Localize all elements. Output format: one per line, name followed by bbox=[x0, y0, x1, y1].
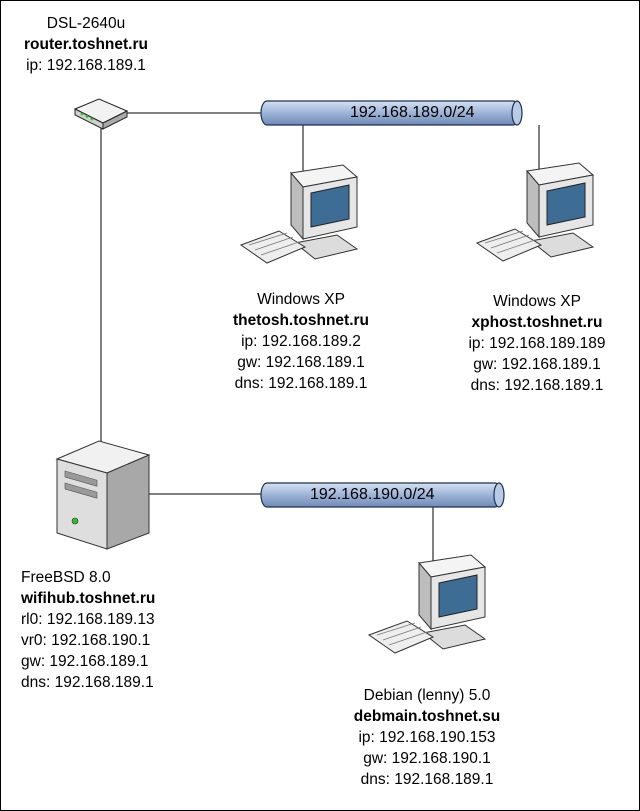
network-bus-190 bbox=[260, 482, 505, 508]
wifihub-dns: dns: 192.168.189.1 bbox=[21, 674, 154, 691]
wifihub-hostname: wifihub.toshnet.ru bbox=[21, 590, 156, 607]
xphost-hostname: xphost.toshnet.ru bbox=[471, 314, 603, 331]
thetosh-ip: ip: 192.168.189.2 bbox=[241, 333, 361, 350]
xphost-gw: gw: 192.168.189.1 bbox=[473, 356, 601, 373]
thetosh-dns: dns: 192.168.189.1 bbox=[234, 375, 368, 392]
router-hostname: router.toshnet.ru bbox=[23, 36, 148, 53]
server-icon bbox=[55, 440, 151, 550]
workstation-icon bbox=[239, 164, 359, 264]
thetosh-os: Windows XP bbox=[257, 291, 345, 308]
xphost-dns: dns: 192.168.189.1 bbox=[470, 377, 604, 394]
wifihub-rl0: rl0: 192.168.189.13 bbox=[21, 611, 155, 628]
router-icon bbox=[73, 98, 129, 130]
debmain-dns: dns: 192.168.189.1 bbox=[360, 771, 494, 788]
network-bus-190-label: 192.168.190.0/24 bbox=[310, 486, 435, 503]
thetosh-gw: gw: 192.168.189.1 bbox=[237, 354, 365, 371]
wifihub-os: FreeBSD 8.0 bbox=[21, 569, 111, 586]
debmain-ip: ip: 192.168.190.153 bbox=[358, 729, 496, 746]
workstation-icon bbox=[367, 554, 487, 654]
debmain-gw: gw: 192.168.190.1 bbox=[363, 750, 491, 767]
xphost-label: Windows XP xphost.toshnet.ru ip: 192.168… bbox=[437, 291, 637, 396]
wifihub-vr0: vr0: 192.168.190.1 bbox=[21, 632, 151, 649]
xphost-os: Windows XP bbox=[493, 293, 581, 310]
workstation-icon bbox=[475, 162, 595, 262]
network-bus-189-label: 192.168.189.0/24 bbox=[350, 104, 475, 121]
debmain-hostname: debmain.toshnet.su bbox=[353, 708, 501, 725]
router-label: DSL-2640u router.toshnet.ru ip: 192.168.… bbox=[21, 13, 151, 76]
xphost-ip: ip: 192.168.189.189 bbox=[468, 335, 606, 352]
router-ip: ip: 192.168.189.1 bbox=[26, 57, 146, 74]
thetosh-label: Windows XP thetosh.toshnet.ru ip: 192.16… bbox=[201, 289, 401, 394]
thetosh-hostname: thetosh.toshnet.ru bbox=[232, 312, 370, 329]
wifihub-gw: gw: 192.168.189.1 bbox=[21, 653, 149, 670]
router-model: DSL-2640u bbox=[46, 15, 126, 32]
debmain-label: Debian (lenny) 5.0 debmain.toshnet.su ip… bbox=[327, 685, 527, 790]
network-bus-189 bbox=[260, 100, 523, 126]
debmain-os: Debian (lenny) 5.0 bbox=[363, 687, 491, 704]
wifihub-label: FreeBSD 8.0 wifihub.toshnet.ru rl0: 192.… bbox=[11, 567, 201, 693]
